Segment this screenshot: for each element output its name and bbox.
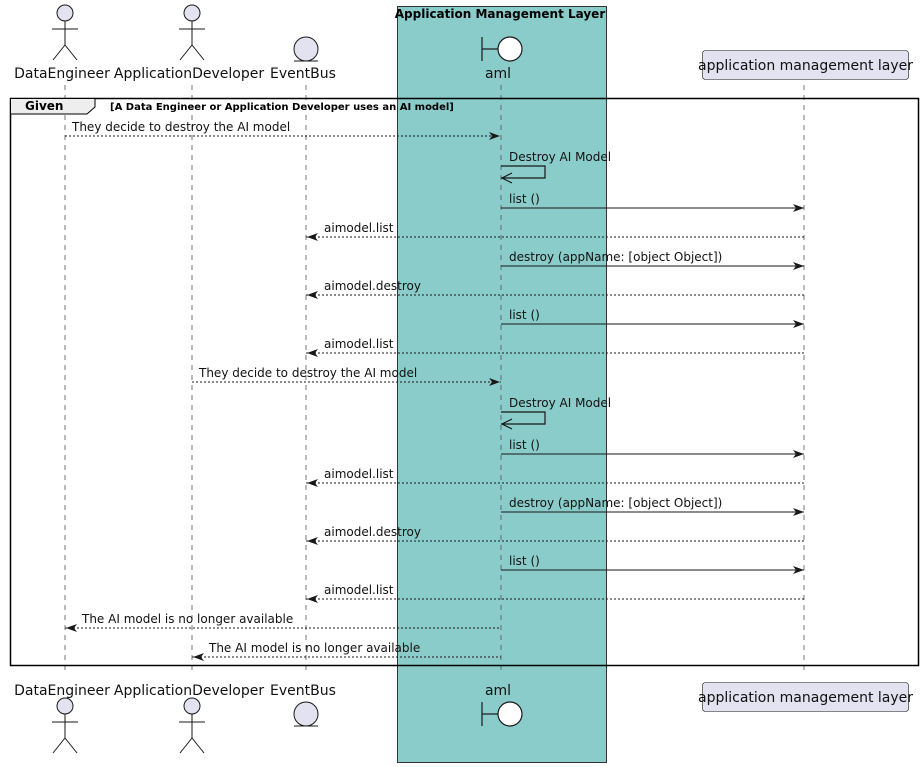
message: aimodel.list [306,337,804,357]
arrow-head-icon [793,204,804,212]
arrow-head-icon [307,479,318,487]
entity-icon [293,701,319,727]
fragment-box [9,97,920,667]
message-label: list () [509,192,540,206]
arrow-head-icon [489,378,500,386]
message: destroy (appName: [object Object]) [501,496,804,516]
message: list () [501,192,804,212]
arrow-head-icon [307,595,318,603]
message-label: Destroy AI Model [509,150,611,164]
participant-label-dataengineer-bottom: DataEngineer [14,683,110,699]
message: They decide to destroy the AI model [192,366,501,386]
message-label: They decide to destroy the AI model [71,120,290,134]
fragment-condition: [A Data Engineer or Application Develope… [110,102,454,113]
participant-box-application-management-layer-bottom [702,682,909,712]
arrow-head-icon [307,537,318,545]
message-label: list () [509,554,540,568]
message-label: list () [509,438,540,452]
message-label: destroy (appName: [object Object]) [509,496,722,510]
participant-label-eventbus-bottom: EventBus [270,683,336,699]
message: destroy (appName: [object Object]) [501,250,804,270]
arrow-head-icon [793,508,804,516]
actor-icon [52,697,78,754]
participant-label-application-management-layer: application management layer [698,58,913,74]
arrow-head-icon [307,291,318,299]
message-label: aimodel.destroy [324,525,421,539]
fragment-tab [10,98,96,115]
message-label: The AI model is no longer available [208,641,420,655]
message: list () [501,438,804,458]
entity-icon [293,36,319,62]
message: They decide to destroy the AI model [65,120,501,140]
arrow-head-icon [793,262,804,270]
boundary-icon [481,36,523,62]
arrow-head-icon [307,233,318,241]
message-label: aimodel.destroy [324,279,421,293]
message-label: aimodel.list [324,467,394,481]
arrow-head-icon [489,132,500,140]
group-box [397,6,607,763]
message-label: aimodel.list [324,221,394,235]
participant-label-application-management-layer-bottom: application management layer [698,690,913,706]
message: Destroy AI Model [500,396,611,430]
participant-label-aml-bottom: aml [485,683,511,699]
message: Destroy AI Model [500,150,611,184]
message: aimodel.list [306,467,804,487]
actor-icon [179,697,205,754]
actor-icon [179,4,205,61]
message: The AI model is no longer available [192,641,501,661]
arrow-head-icon [793,566,804,574]
message-label: They decide to destroy the AI model [198,366,417,380]
group-box-title: Application Management Layer [395,7,606,21]
participant-label-applicationdeveloper-bottom: ApplicationDeveloper [114,683,264,699]
message-label: destroy (appName: [object Object]) [509,250,722,264]
arrow-head-icon [66,624,77,632]
message: list () [501,308,804,328]
arrow-head-icon [307,349,318,357]
participant-label-applicationdeveloper: ApplicationDeveloper [114,66,264,82]
participant-label-eventbus: EventBus [270,66,336,82]
message-label: aimodel.list [324,337,394,351]
message: aimodel.destroy [306,279,804,299]
message-label: list () [509,308,540,322]
message: The AI model is no longer available [65,612,501,632]
message: aimodel.list [306,221,804,241]
participant-label-aml: aml [485,66,511,82]
message: list () [501,554,804,574]
arrow-head-icon [500,418,513,430]
message: aimodel.list [306,583,804,603]
participant-label-dataengineer: DataEngineer [14,66,110,82]
participant-box-application-management-layer [702,50,909,80]
arrow-head-icon [193,653,204,661]
arrow-head-icon [793,320,804,328]
message-label: aimodel.list [324,583,394,597]
actor-icon [52,4,78,61]
message: aimodel.destroy [306,525,804,545]
message-label: Destroy AI Model [509,396,611,410]
fragment-keyword: Given [25,99,63,113]
self-message-line [501,165,546,179]
self-message-line [501,411,546,425]
boundary-icon [481,701,523,727]
arrow-head-icon [500,172,513,184]
arrow-head-icon [793,450,804,458]
message-label: The AI model is no longer available [81,612,293,626]
